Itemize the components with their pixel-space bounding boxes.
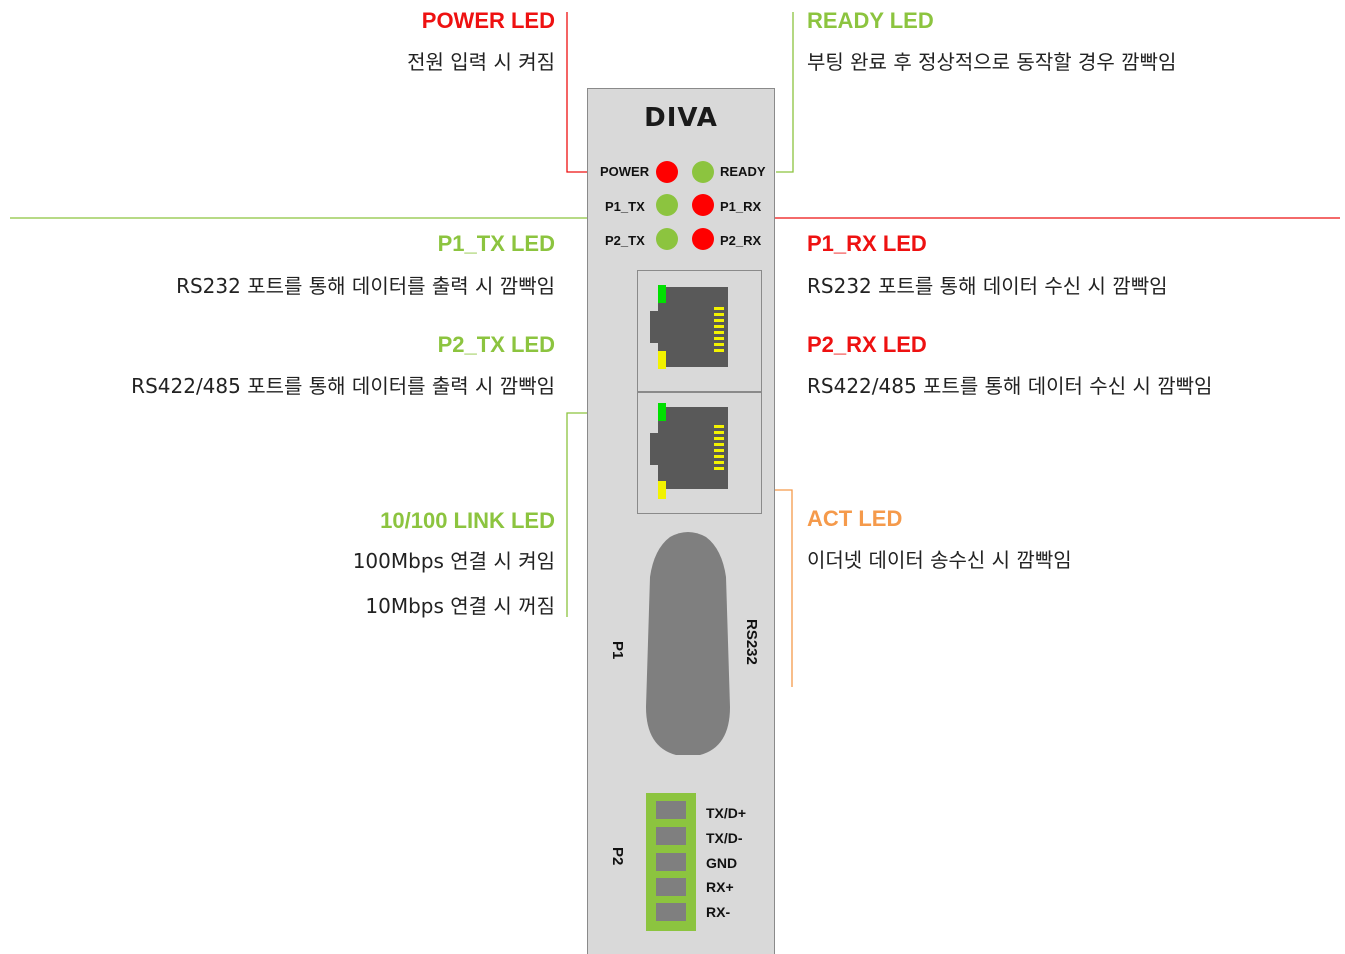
- terminal-slot: [656, 827, 686, 845]
- link-led-title: 10/100 LINK LED: [380, 508, 555, 533]
- terminal-slot: [656, 853, 686, 871]
- power-led-title: POWER LED: [421, 8, 555, 33]
- p1-rx-led-label: P1_RX: [720, 199, 762, 214]
- p1-rx-led: [692, 194, 714, 216]
- p1-tx-led-title: P1_TX LED: [437, 231, 555, 256]
- pin-label-txd-plus: TX/D+: [706, 805, 747, 821]
- ready-led-desc: 부팅 완료 후 정상적으로 동작할 경우 깜빡임: [807, 50, 1177, 74]
- power-led-desc: 전원 입력 시 켜짐: [407, 50, 555, 74]
- pin-label-gnd: GND: [706, 855, 738, 871]
- act-led-title: ACT LED: [807, 506, 903, 531]
- p1-port-label: P1: [609, 641, 626, 660]
- terminal-slot: [656, 801, 686, 819]
- rj45-jack-icon: [650, 285, 728, 369]
- p2-tx-led-desc: RS422/485 포트를 통해 데이터를 출력 시 깜빡임: [131, 374, 555, 398]
- p1-rx-led-desc: RS232 포트를 통해 데이터 수신 시 깜빡임: [807, 274, 1168, 298]
- act-led-desc: 이더넷 데이터 송수신 시 깜빡임: [807, 548, 1072, 572]
- rs232-port-label: RS232: [743, 619, 760, 665]
- link-led-desc-10: 10Mbps 연결 시 꺼짐: [365, 594, 555, 618]
- terminal-block: [646, 793, 696, 931]
- p2-tx-led-label: P2_TX: [605, 233, 645, 248]
- p1-rx-led-title: P1_RX LED: [807, 231, 927, 256]
- p2-rx-led-label: P2_RX: [720, 233, 762, 248]
- p1-tx-led: [656, 194, 678, 216]
- pin-label-rx-minus: RX-: [706, 904, 731, 920]
- terminal-slot: [656, 903, 686, 921]
- db9-connector-icon: [646, 532, 730, 755]
- p2-rx-led: [692, 228, 714, 250]
- p1-tx-led-label: P1_TX: [605, 199, 645, 214]
- ready-leader-line: [776, 12, 794, 173]
- p2-port-label: P2: [609, 847, 626, 866]
- pin-label-txd-minus: TX/D-: [706, 830, 743, 846]
- ethernet-port-1: [637, 270, 762, 392]
- terminal-slot: [656, 878, 686, 896]
- p2-rx-led-title: P2_RX LED: [807, 332, 927, 357]
- brand-logo: DIVA: [644, 103, 718, 133]
- device-panel: DIVA POWER READY P1_TX P1_RX P2_TX P2_RX: [587, 88, 775, 954]
- ready-led-title: READY LED: [807, 8, 934, 33]
- p2-tx-led: [656, 228, 678, 250]
- rj45-jack-icon: [650, 403, 728, 499]
- power-led-label: POWER: [600, 164, 650, 179]
- ready-led-label: READY: [720, 164, 766, 179]
- pin-label-rx-plus: RX+: [706, 879, 734, 895]
- power-led: [656, 161, 678, 183]
- p1-tx-led-desc: RS232 포트를 통해 데이터를 출력 시 깜빡임: [176, 274, 555, 298]
- p2-rx-led-desc: RS422/485 포트를 통해 데이터 수신 시 깜빡임: [807, 374, 1213, 398]
- power-leader-line: [566, 12, 587, 173]
- ready-led: [692, 161, 714, 183]
- ethernet-port-2: [637, 392, 762, 514]
- p2-tx-led-title: P2_TX LED: [437, 332, 555, 357]
- link-led-desc-100: 100Mbps 연결 시 켜임: [352, 549, 555, 573]
